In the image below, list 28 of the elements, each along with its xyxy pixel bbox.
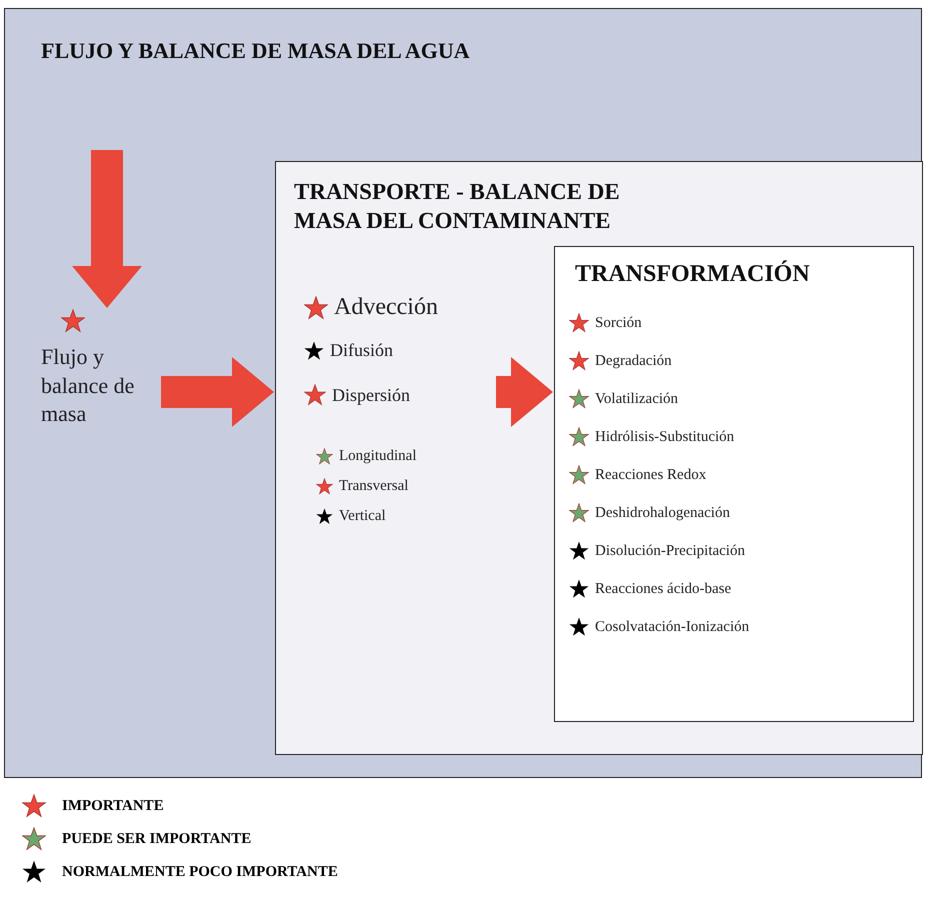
process-label: Vertical (339, 508, 386, 525)
process-label: Cosolvatación-Ionización (595, 618, 750, 636)
process-label: Degradación (595, 352, 672, 370)
process-label: Deshidrohalogenación (595, 504, 730, 522)
panel-title: FLUJO Y BALANCE DE MASA DEL AGUA (41, 37, 471, 64)
transport-panel (275, 161, 923, 755)
block-arrow (496, 357, 553, 427)
panel-title: TRANSFORMACIÓN (575, 259, 811, 289)
process-label: Volatilización (595, 390, 678, 408)
block-arrow (72, 150, 142, 308)
transformation-panel (554, 246, 914, 722)
process-label: Longitudinal (339, 448, 416, 465)
legend-label: PUEDE SER IMPORTANTE (62, 830, 252, 848)
block-arrow (161, 357, 274, 427)
process-label: Reacciones ácido-base (595, 580, 732, 598)
legend-label: IMPORTANTE (62, 798, 164, 814)
flow-label: Flujo y balance de masa (41, 343, 136, 428)
process-label: Difusión (330, 340, 393, 361)
process-label: Disolución-Precipitación (595, 542, 745, 560)
process-label: Transversal (339, 478, 408, 495)
process-label: Hidrólisis-Substitución (595, 428, 734, 446)
outer-panel (4, 8, 922, 778)
legend-label: NORMALMENTE POCO IMPORTANTE (62, 864, 338, 880)
process-label: Sorción (595, 314, 642, 332)
panel-title: TRANSPORTE - BALANCE DE MASA DEL CONTAMINANTE (294, 178, 621, 235)
process-label: Advección (334, 294, 438, 321)
process-label: Dispersión (332, 384, 410, 406)
process-label: Reacciones Redox (595, 466, 706, 484)
